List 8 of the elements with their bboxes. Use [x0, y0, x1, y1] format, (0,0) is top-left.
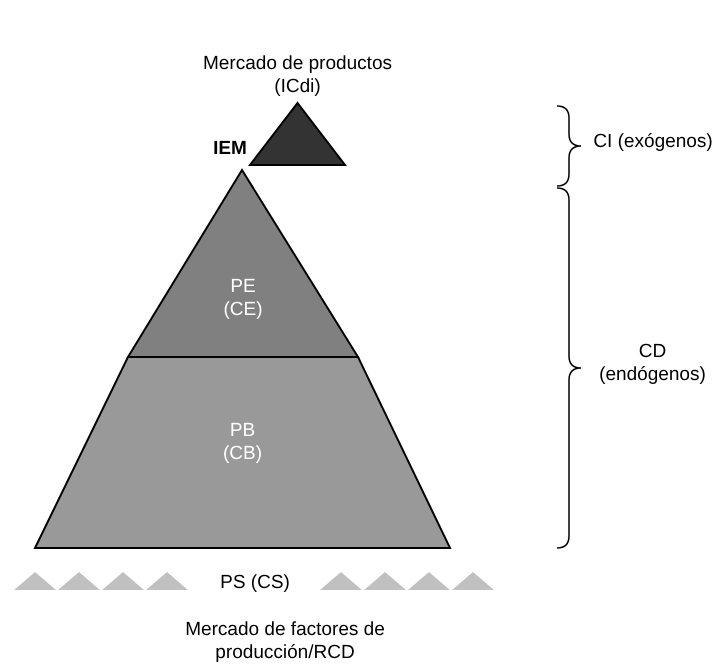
section-label: PB (CB): [222, 419, 264, 465]
bracket-label: CI (exógenos): [592, 130, 714, 153]
bracket-label: CD (endógenos): [598, 340, 707, 386]
section-label: PE (CE): [222, 275, 264, 321]
base-label: PS (CS): [219, 571, 291, 594]
market-label: Mercado de productos (ICdi): [202, 52, 394, 98]
apex-label: IEM: [212, 137, 248, 160]
market-label: Mercado de factores de producción/RCD: [184, 618, 386, 664]
